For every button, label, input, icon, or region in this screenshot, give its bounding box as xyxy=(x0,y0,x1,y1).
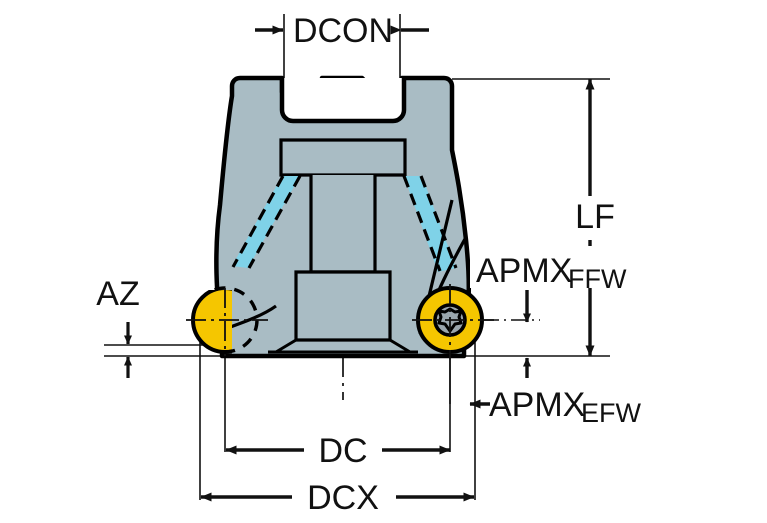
label-dc: DC xyxy=(318,432,367,470)
keyway-notch xyxy=(279,78,407,124)
dimension-dc: DC xyxy=(225,428,451,472)
label-dcon: DCON xyxy=(293,12,393,50)
label-dcx: DCX xyxy=(307,479,379,517)
top-keyway-slot xyxy=(279,78,407,124)
insert-left xyxy=(186,286,268,356)
dimension-apmx-efw: APMX EFW xyxy=(469,357,642,428)
insert-left-centerlines xyxy=(186,288,268,356)
label-apmx-efw: APMX xyxy=(489,386,585,424)
dimension-dcon: DCON xyxy=(255,12,429,50)
dimension-apmx-ffw: APMX FFW xyxy=(470,246,660,323)
label-apmx-ffw: APMX xyxy=(476,252,572,290)
coolant-channel-left xyxy=(232,176,300,268)
insert-right-centerlines xyxy=(412,284,494,358)
bore-chamfer xyxy=(275,338,411,354)
coolant-channels xyxy=(231,175,458,272)
label-lf: LF xyxy=(575,198,615,236)
bore-step-lower xyxy=(294,270,392,342)
coolant-channel-right xyxy=(404,176,456,272)
center-bore xyxy=(268,138,418,354)
label-apmx-ffw-subscript: FFW xyxy=(568,264,627,294)
label-az: AZ xyxy=(96,275,139,313)
label-apmx-efw-subscript: EFW xyxy=(581,398,642,428)
bore-step-upper xyxy=(279,138,407,177)
bore-wall xyxy=(309,175,377,274)
insert-right xyxy=(412,284,494,358)
dimension-lf: LF xyxy=(566,78,624,357)
dimension-dcx: DCX xyxy=(200,474,475,518)
dimension-az: AZ xyxy=(96,275,140,378)
